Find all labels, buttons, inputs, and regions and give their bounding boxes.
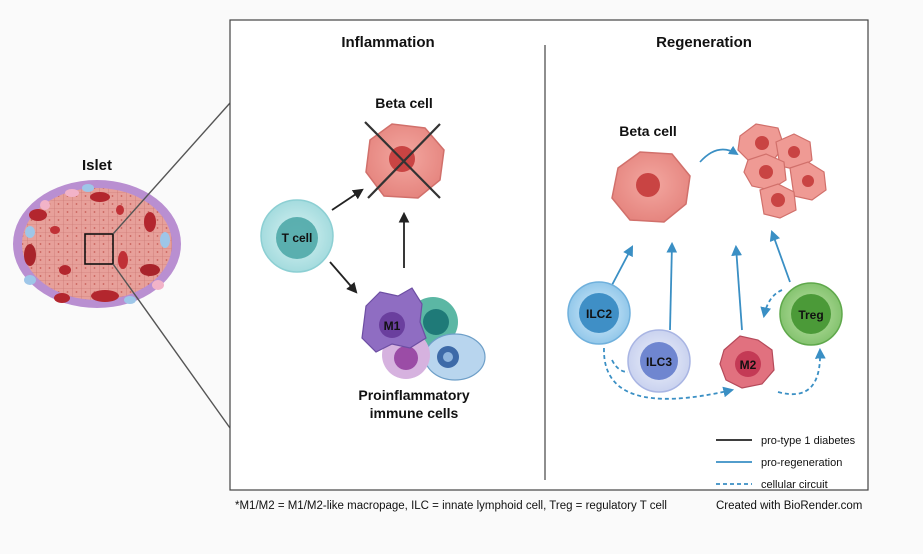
ilc3-label: ILC3: [646, 355, 672, 369]
treg-label: Treg: [798, 308, 823, 322]
islet-label: Islet: [82, 157, 112, 174]
treg-cell: Treg: [779, 282, 843, 346]
legend-label-cellular-circuit: cellular circuit: [761, 479, 828, 491]
islet-immune-cells: [24, 184, 170, 304]
panel-frame: [229, 19, 869, 491]
m2-macrophage: M2: [719, 335, 775, 389]
arrow-tcell-to-beta: [331, 188, 364, 211]
t-cell: T cell: [260, 199, 334, 273]
healthy-beta-cell: [611, 151, 691, 223]
proliferating-beta-cells: [737, 123, 827, 219]
ilc2-label: ILC2: [586, 307, 612, 321]
proinflammatory-label-line1: Proinflammatory: [358, 387, 469, 403]
legend-label-pro-regeneration: pro-regeneration: [761, 457, 842, 469]
arrow-m2-to-beta: [731, 244, 743, 331]
proinflammatory-label-line2: immune cells: [370, 405, 459, 421]
zoom-line-top: [112, 102, 231, 235]
arrow-tcell-to-immune: [329, 261, 358, 294]
regeneration-section: Regeneration Beta cell ILC2: [567, 34, 856, 491]
circuit-treg-to-m2: [760, 289, 783, 319]
regeneration-title: Regeneration: [656, 34, 752, 51]
arrow-treg-to-beta: [769, 229, 791, 283]
arrow-proliferation: [699, 145, 739, 163]
arrow-ilc2-to-beta: [611, 245, 634, 286]
healthy-beta-nucleus: [636, 173, 660, 197]
regeneration-beta-cell-label: Beta cell: [619, 123, 677, 139]
circuit-ilc2-to-m2: [603, 347, 735, 400]
zoom-line-bottom: [112, 263, 231, 429]
inflammation-beta-cell-label: Beta cell: [375, 95, 433, 111]
t-cell-label: T cell: [282, 231, 313, 245]
figure-panel-background: [230, 20, 868, 490]
credit: Created with BioRender.com: [716, 500, 863, 512]
t-cell-nucleus: [276, 217, 318, 259]
circuit-m2-to-treg: [777, 347, 826, 396]
legend-label-pro-type1: pro-type 1 diabetes: [761, 435, 856, 447]
inflammation-title: Inflammation: [341, 34, 434, 51]
ilc2-cell: ILC2: [567, 281, 631, 345]
arrow-ilc3-to-beta: [666, 241, 678, 331]
ilc3-cell: ILC3: [627, 329, 691, 393]
islet: Islet: [13, 157, 181, 308]
m2-label: M2: [740, 358, 757, 372]
legend: pro-type 1 diabetes pro-regeneration cel…: [716, 435, 856, 491]
m1-label: M1: [384, 319, 401, 333]
cross-mark: [364, 121, 441, 199]
dying-beta-cell: [364, 121, 445, 199]
proinflammatory-cluster: M1: [361, 287, 486, 381]
islet-body: [22, 188, 172, 300]
inflammation-section: Inflammation Beta cell T cell: [260, 34, 486, 421]
circuit-ilc3-to-ilc2: [611, 359, 629, 373]
footnote: *M1/M2 = M1/M2-like macropage, ILC = inn…: [235, 500, 667, 512]
zoom-box: [84, 233, 114, 265]
